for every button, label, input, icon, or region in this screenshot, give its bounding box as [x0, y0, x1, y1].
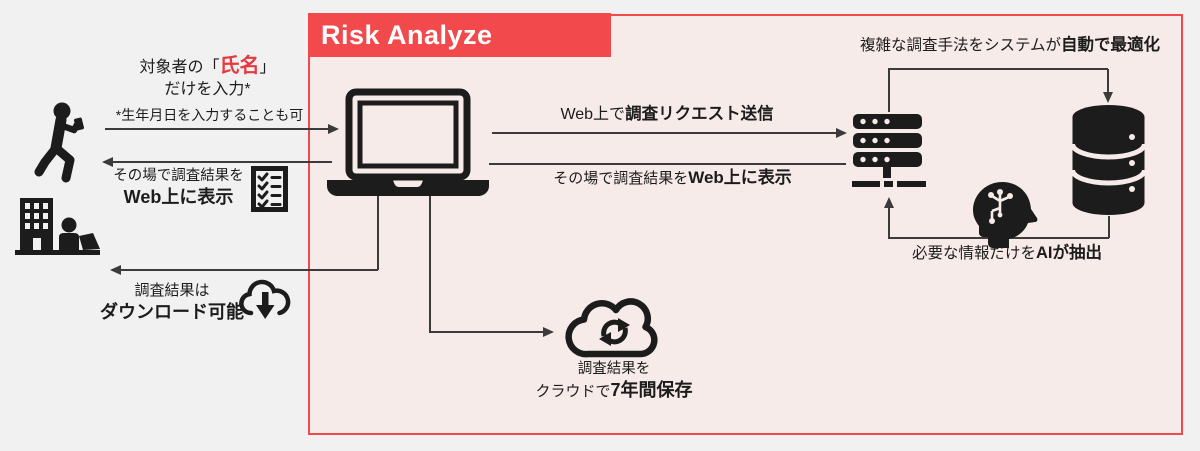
cloud-sync-icon [565, 298, 658, 358]
panel-title: Risk Analyze [308, 13, 611, 57]
arrow-into-server [888, 208, 890, 238]
arrow-request-to-server [492, 132, 845, 134]
arrow-to-cloud [429, 331, 552, 333]
laptop-icon [327, 88, 489, 196]
cloud-download-icon [239, 279, 291, 319]
line-server-up [888, 69, 890, 112]
arrow-into-database [1107, 69, 1109, 92]
line-laptop-to-download [377, 196, 379, 270]
line-laptop-down [429, 196, 431, 332]
ai-head-icon [973, 182, 1038, 248]
response-text: その場で調査結果をWeb上に表示 [553, 168, 792, 187]
line-db-down [1108, 216, 1110, 238]
office-building-with-worker-icon [15, 198, 100, 255]
name-highlight: 氏名 [219, 55, 260, 77]
arrow-download-to-user [112, 269, 378, 271]
web-result-text: その場で調査結果を Web上に表示 [113, 168, 244, 208]
checklist-document-icon [251, 166, 288, 212]
download-text: 調査結果は ダウンロード可能 [100, 282, 244, 322]
walking-person-with-phone-icon [34, 102, 85, 183]
request-text: Web上で調査リクエスト送信 [560, 105, 774, 123]
ai-extract-text: 必要な情報だけをAIが抽出 [911, 244, 1102, 262]
input-instruction-text: 対象者の「氏名」 だけを入力* [139, 55, 276, 99]
line-server-db-top [888, 68, 1108, 70]
server-rack-icon [852, 114, 926, 187]
arrow-laptop-to-user [104, 161, 332, 163]
cloud-storage-text: 調査結果を クラウドで7年間保存 [535, 361, 693, 401]
line-server-to-laptop [489, 163, 846, 165]
birthdate-note-text: *生年月日を入力することも可 [115, 107, 304, 123]
optimize-text: 複雑な調査手法をシステムが自動で最適化 [859, 36, 1161, 54]
arrow-user-to-laptop [105, 128, 337, 130]
risk-analyze-panel [308, 14, 1183, 435]
database-icon [1070, 105, 1147, 215]
